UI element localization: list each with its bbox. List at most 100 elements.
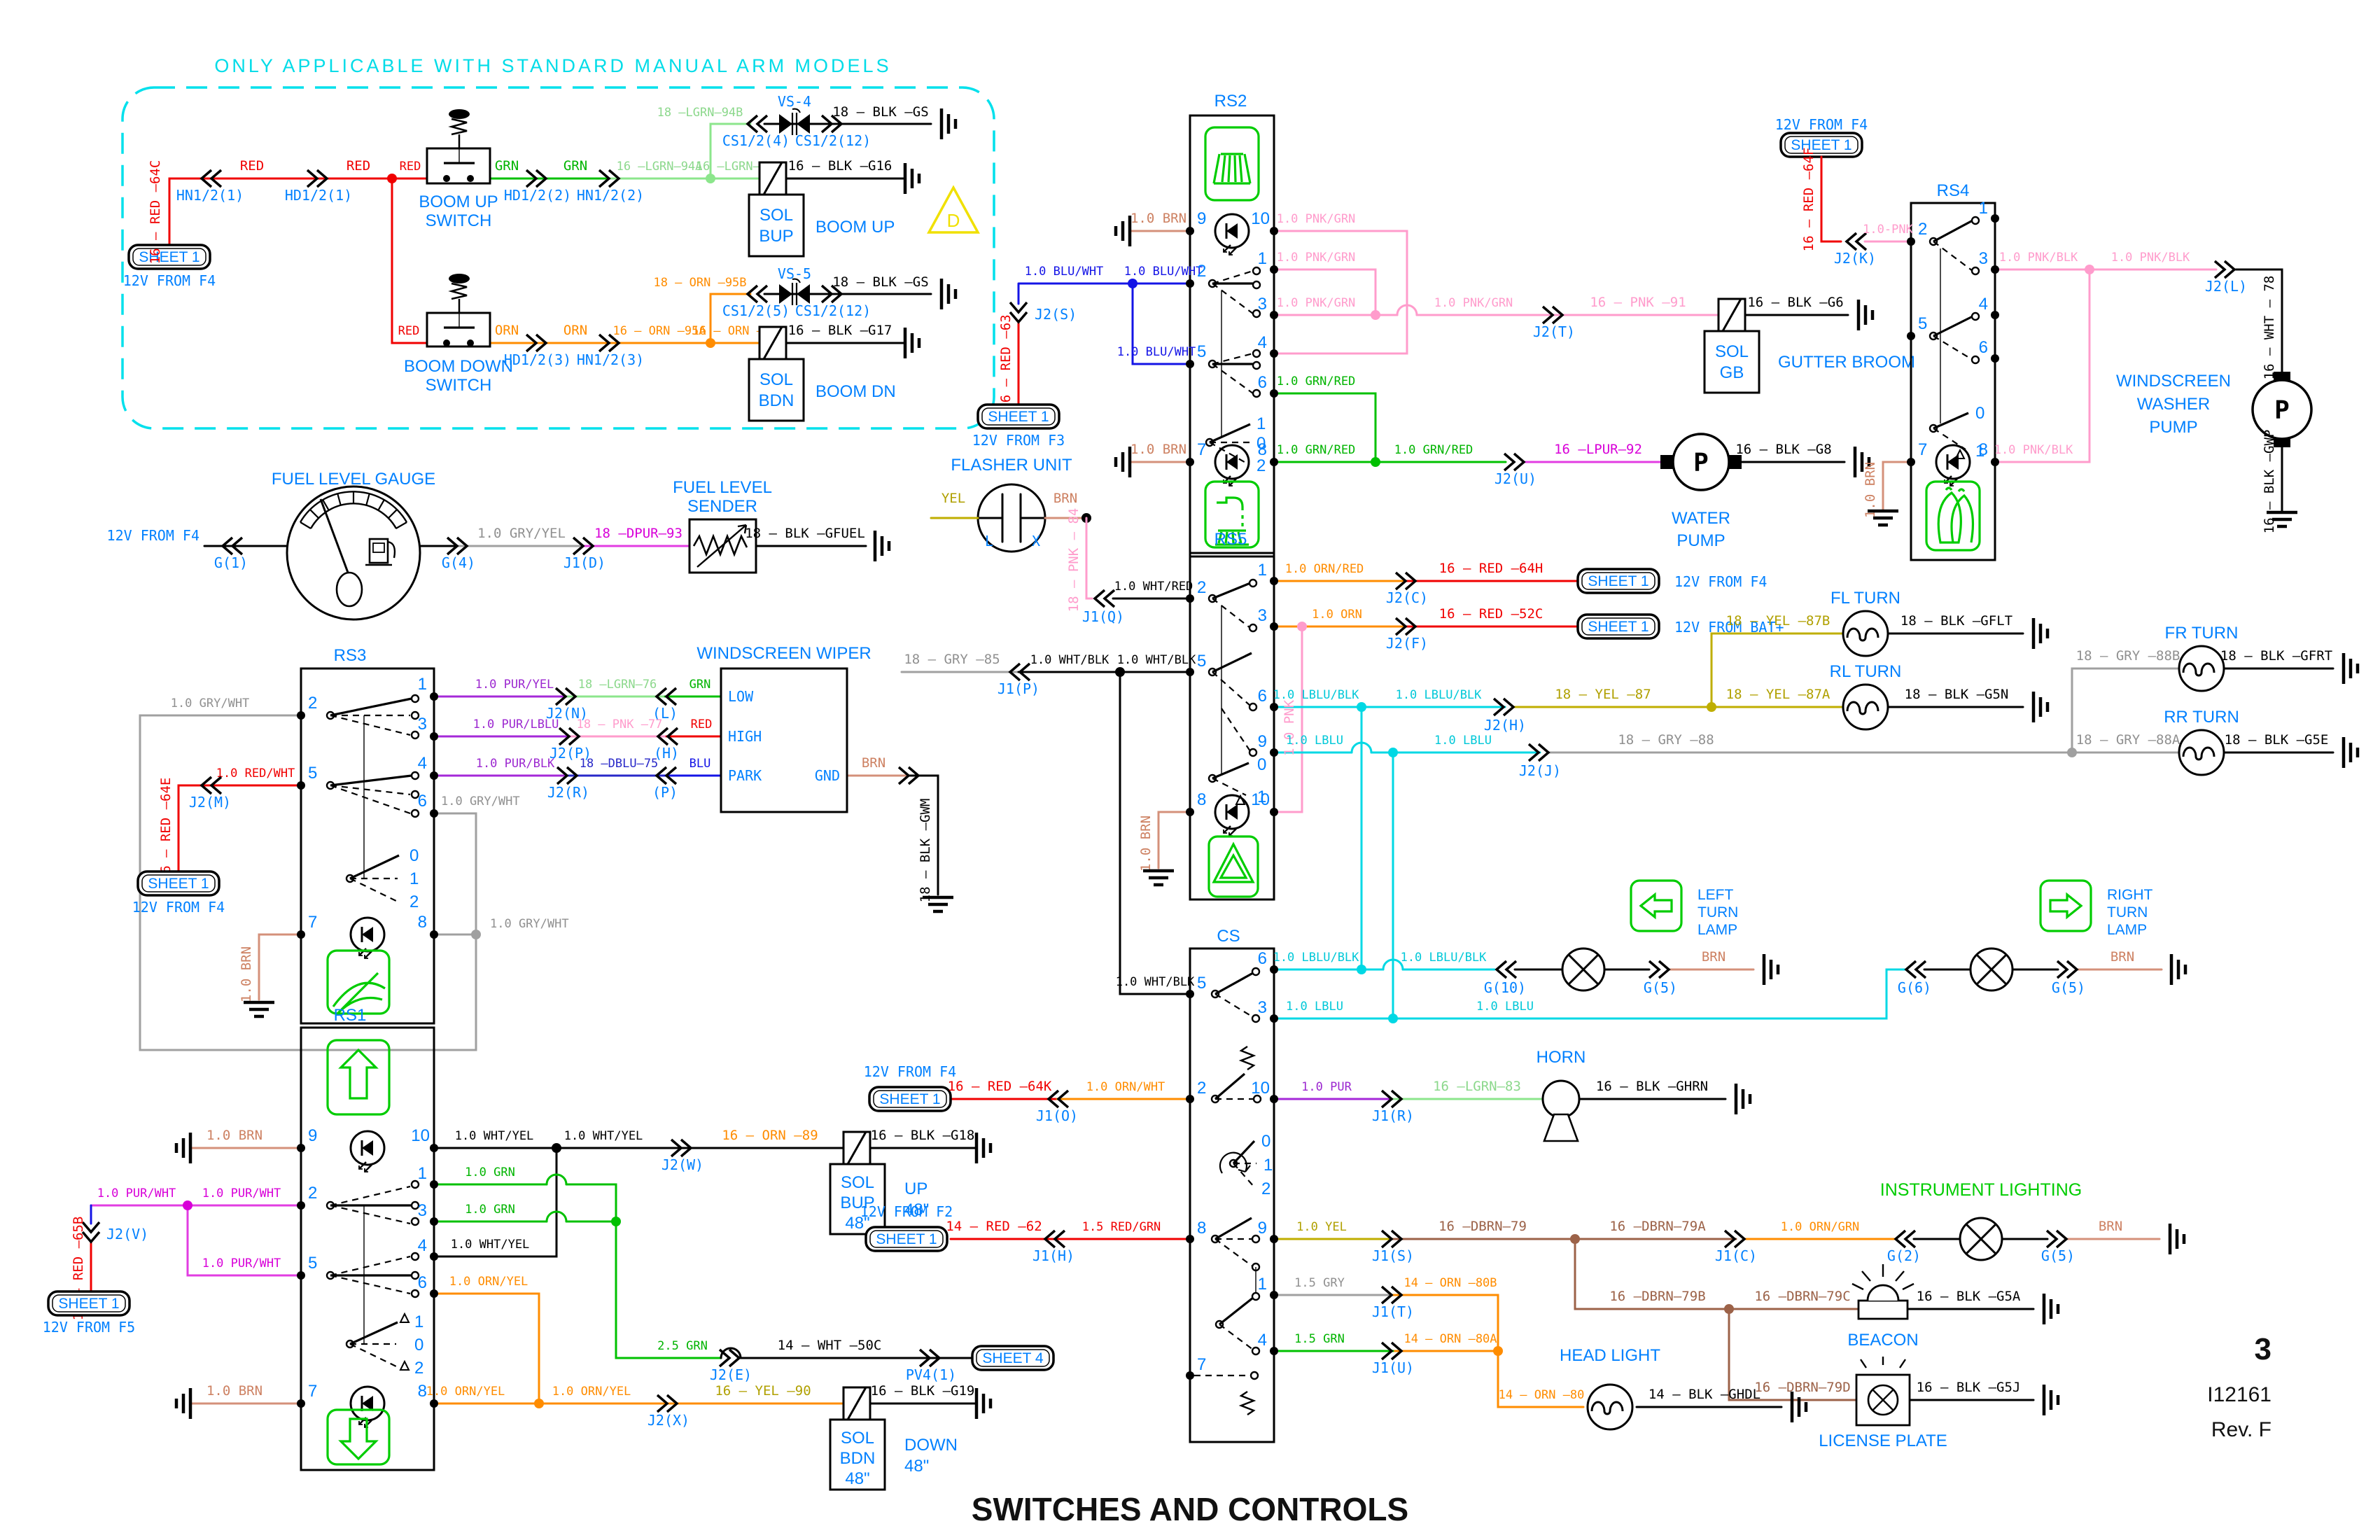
water-pump-motor: P WATER PUMP <box>1660 433 1742 550</box>
device-label: HORN <box>1536 1048 1586 1067</box>
wire-label: 18 – YEL –87B <box>1726 613 1830 629</box>
pin-number: 9 <box>1258 1219 1267 1238</box>
wire-label: 18 – YEL –87 <box>1555 687 1651 702</box>
flasher-unit: FLASHER UNIT YEL BRN L X 18 – PNK – 84 J… <box>930 456 1193 625</box>
ground-symbol <box>2044 1294 2058 1324</box>
pin-number: 2 <box>308 694 317 713</box>
ground-symbol <box>176 1388 190 1419</box>
conn-label: J2(H) <box>1484 717 1526 734</box>
device-label: BEACON <box>1847 1331 1918 1350</box>
wire-label: 2.5 GRN <box>657 1339 708 1353</box>
connector-icon <box>1648 960 1670 979</box>
ground-symbol <box>2344 653 2358 684</box>
sheet-ref: SHEET 1 <box>58 1296 119 1312</box>
ground-symbol <box>905 163 919 194</box>
tap-icon <box>1204 480 1260 549</box>
wire-label: 18 – GRY –88B <box>2076 648 2180 664</box>
conn-label: G(5) <box>1644 979 1677 996</box>
device-label: SOL <box>1715 342 1749 361</box>
wire-label: YEL <box>941 491 965 506</box>
wire-label: 1.0 WHT/YEL <box>451 1238 530 1252</box>
wire-label: 16 –DBRN–79 <box>1438 1219 1527 1234</box>
instrument-lamp <box>1959 1217 2003 1261</box>
revision: Rev. F <box>2211 1418 2272 1441</box>
wire-label: 1.0 PNK/GRN <box>1277 296 1356 310</box>
wire-label: 1.0 GRY/WHT <box>490 917 569 931</box>
device-label: BDN <box>840 1449 876 1468</box>
device-label: SOL <box>760 206 793 225</box>
pin-number: 5 <box>1197 652 1206 671</box>
diode-indicator-icon <box>349 916 386 960</box>
conn-label: CS1/2(12) <box>795 132 871 149</box>
conn-label: HN1/2(2) <box>577 187 644 204</box>
junction <box>706 338 715 348</box>
device-label: LEFT <box>1698 887 1734 903</box>
washer-icon <box>1925 480 1981 552</box>
wire-label: 16 – RED –63 <box>998 314 1014 410</box>
pos-label: 1 <box>1264 1156 1273 1175</box>
pin-number: 1 <box>1258 561 1267 580</box>
wire-label: 18 – YEL –87A <box>1726 687 1830 702</box>
page-title: SWITCHES AND CONTROLS <box>972 1491 1408 1527</box>
wire-label: 1.0 PUR/YEL <box>475 678 554 692</box>
supply-label: 12V FROM F4 <box>107 527 200 544</box>
device-label: VS-5 <box>778 265 811 282</box>
pin-number: 6 <box>1258 373 1267 392</box>
junction <box>471 930 481 939</box>
wire-label: 18 –DBLU–75 <box>580 757 659 771</box>
sender-resistor <box>688 518 757 574</box>
lamp-label: FL TURN <box>1830 589 1900 608</box>
ground-symbol <box>2171 954 2185 985</box>
pin-number: 6 <box>418 792 427 811</box>
wiper-motor-box: WINDSCREEN WIPER LOW HIGH PARK GND <box>696 644 872 813</box>
device-label: SOL <box>760 370 793 389</box>
ground-symbol <box>244 1002 274 1016</box>
wire-label: 16 – BLK –GWP <box>2262 430 2277 534</box>
ground-symbol <box>1143 871 1174 885</box>
connector-icon <box>2213 260 2236 279</box>
pin-number: 3 <box>1258 998 1267 1017</box>
wire-label: 1.0 BLU/WHT <box>1117 345 1196 359</box>
wire-label: 18 – PNK – 84 <box>1066 508 1082 612</box>
wire-label: 1.0 WHT/BLK <box>1030 653 1110 667</box>
right-turn-indicator-lamp <box>1969 947 2014 992</box>
pin-number: 10 <box>1251 1079 1270 1098</box>
device-label: GB <box>1720 363 1744 382</box>
conn-label: G(1) <box>214 554 248 571</box>
junction <box>1297 622 1307 631</box>
pin-number: 5 <box>308 1254 317 1273</box>
conn-label: G(10) <box>1484 979 1526 996</box>
rs1-box <box>300 1026 435 1471</box>
rs5-turn-circuit: RS5 1.0 ORN/RED J2(C) 16 – RED –64H SHEE… <box>900 530 2358 1020</box>
wire-label: BRN <box>862 755 886 771</box>
wire-label: 1.0 LBLU/BLK <box>1273 951 1360 965</box>
ground-symbol <box>1764 954 1778 985</box>
rs1-internals: 1 0 2 9 10 1 2 3 4 5 6 7 8 <box>297 1126 438 1408</box>
junction <box>1371 457 1380 467</box>
terminal-label: L <box>985 533 993 550</box>
supply-label: 12V FROM F3 <box>972 432 1065 449</box>
junction <box>183 1200 192 1210</box>
ground-symbol <box>941 279 955 309</box>
wire-label: 16 – YEL –90 <box>715 1383 811 1399</box>
conn-label: (H) <box>654 745 679 762</box>
rs5-box <box>1189 552 1275 901</box>
device-label: WINDSCREEN WIPER <box>696 644 871 663</box>
title-block: SWITCHES AND CONTROLS 3 I12161 Rev. F <box>972 1332 2272 1527</box>
device-label: BOOM UP <box>419 192 498 211</box>
device-label: VS-4 <box>778 93 811 110</box>
ground-symbol <box>2033 692 2047 722</box>
conn-label: HD1/2(1) <box>285 187 352 204</box>
wire-label: 16 –DBRN–79A <box>1609 1219 1706 1234</box>
device-label: UP <box>904 1180 927 1198</box>
device-label: LAMP <box>1698 922 1737 938</box>
wire-label: 16 –LGRN–94A <box>617 160 703 174</box>
pos-label: 0 <box>410 846 419 865</box>
conn-label: J2(M) <box>189 794 231 811</box>
junction <box>706 174 715 183</box>
connector-icon <box>1894 1229 1917 1249</box>
wire-label: 16 – RED –64K <box>948 1079 1052 1094</box>
conn-label: J2(L) <box>2205 278 2247 295</box>
ground-symbol <box>941 108 955 139</box>
boom-manual-arm-section: ONLY APPLICABLE WITH STANDARD MANUAL ARM… <box>121 55 995 430</box>
